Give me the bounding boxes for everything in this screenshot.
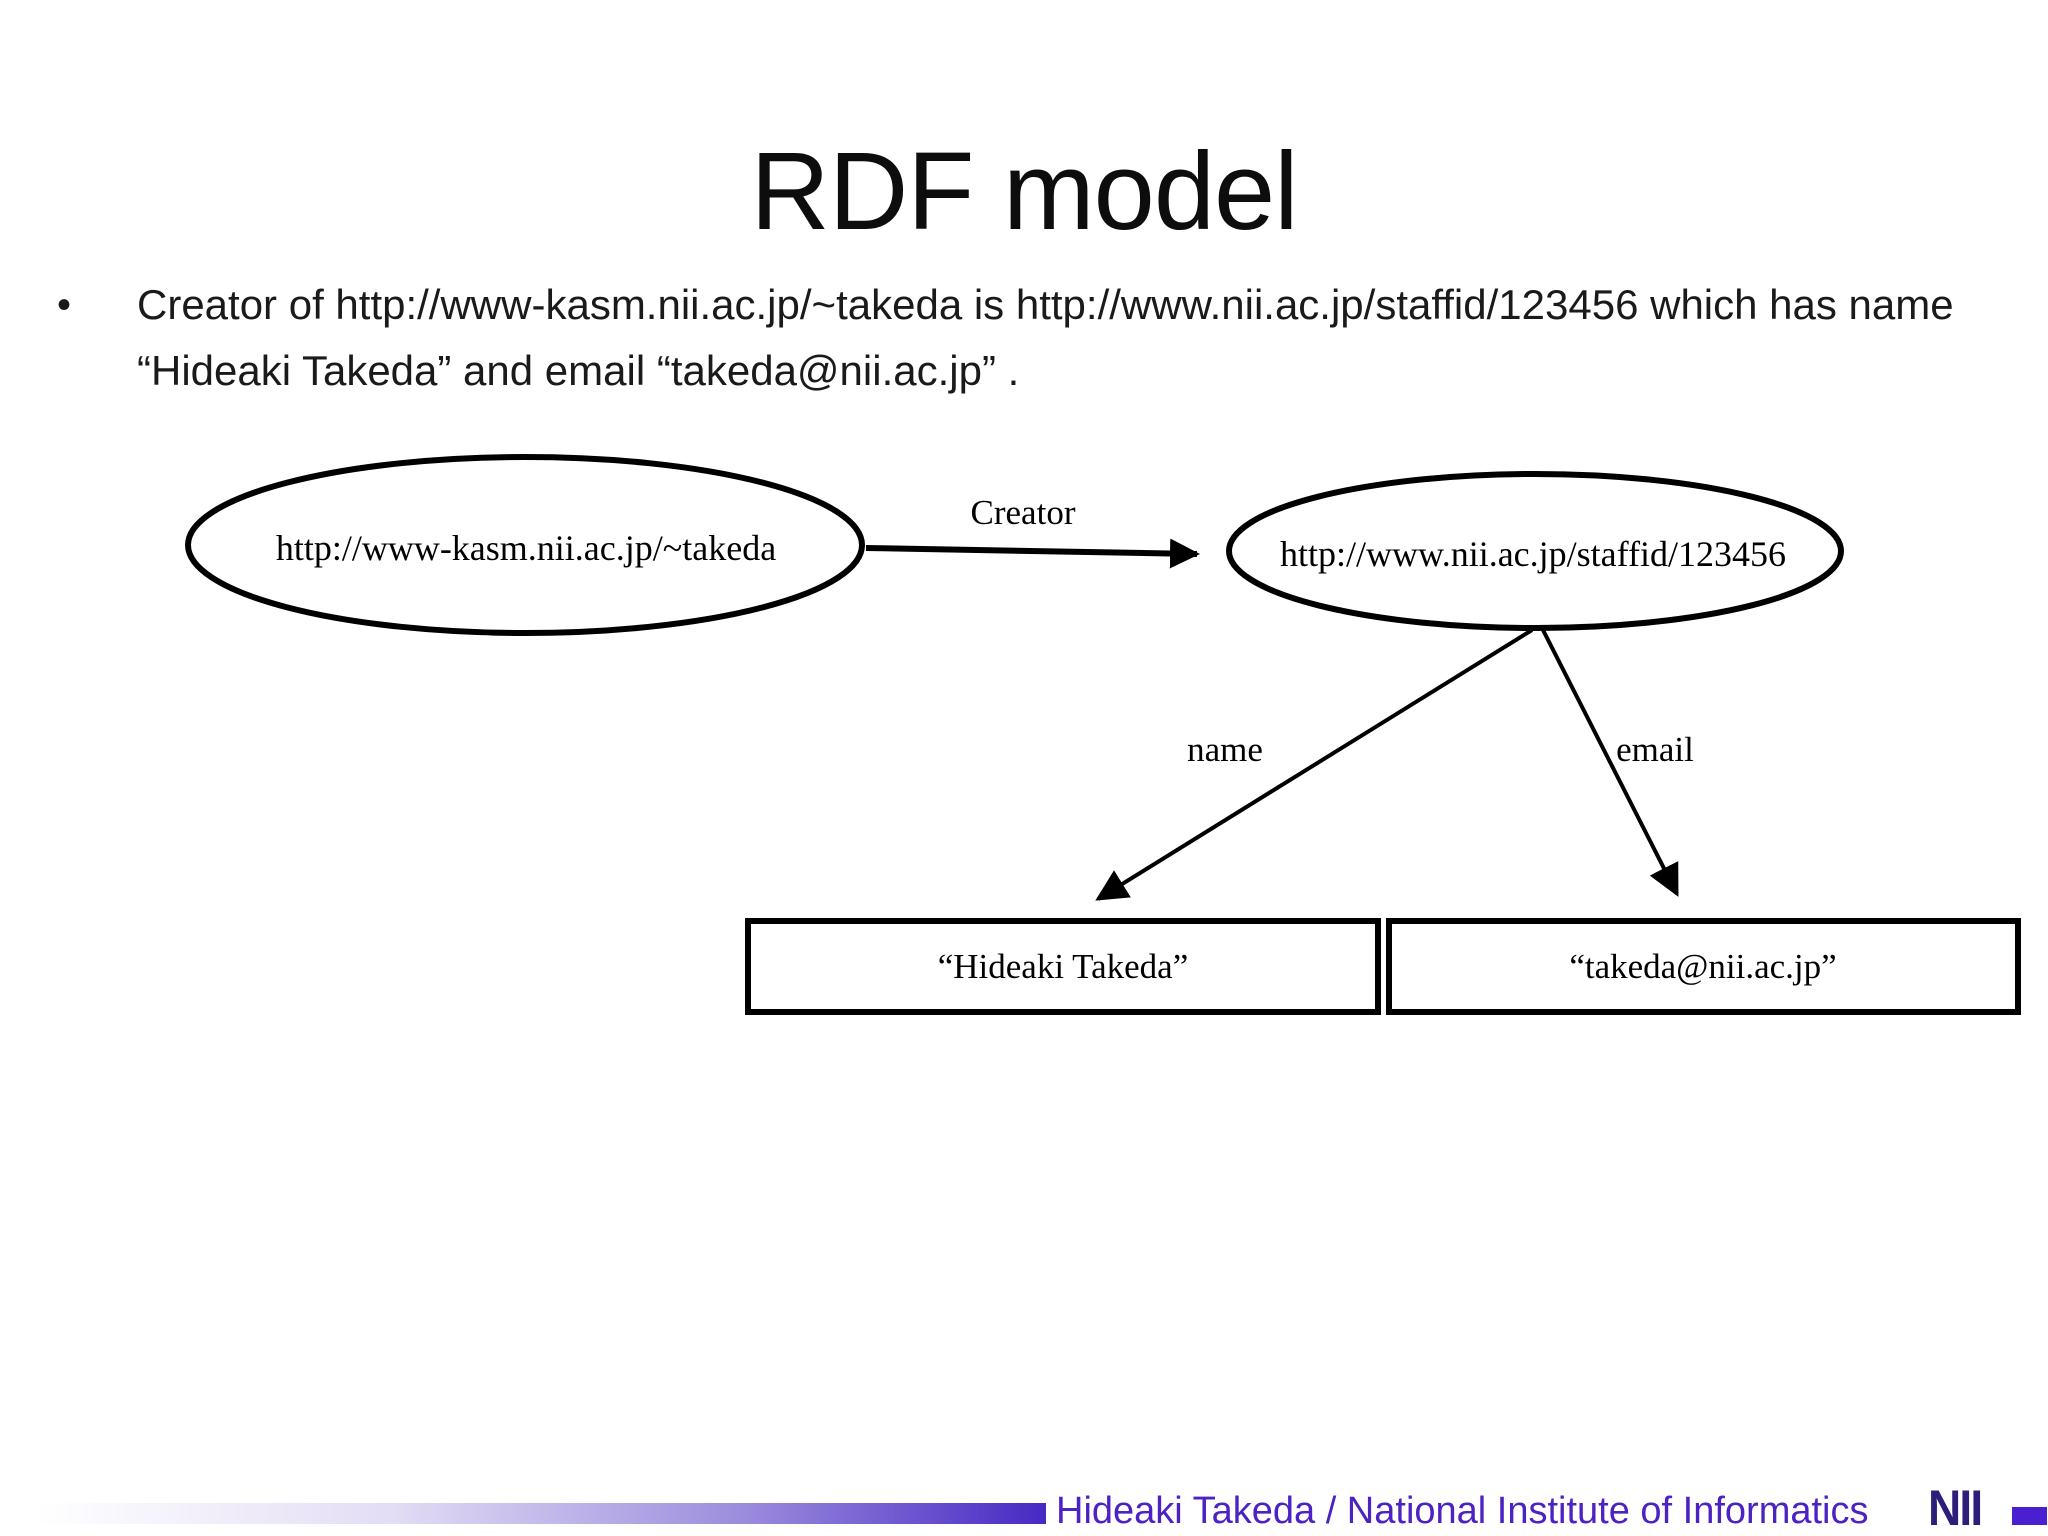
resource-node-ellipse [1226,471,1844,631]
subject-node-ellipse [185,454,865,636]
bullet-text: Creator of http://www-kasm.nii.ac.jp/~ta… [137,281,1954,394]
email-literal-label: “takeda@nii.ac.jp” [1569,947,1837,986]
name-edge-label: name [1187,730,1263,769]
subject-node-label: http://www-kasm.nii.ac.jp/~takeda [275,528,777,568]
name-edge-arrow [1095,628,1534,901]
name-literal-label: “Hideaki Takeda” [937,947,1189,986]
footer-credit-text: Hideaki Takeda / National Institute of I… [1056,1490,1869,1532]
resource-node-label: http://www.nii.ac.jp/staffid/123456 [1280,534,1786,574]
slide-title: RDF model [750,130,1298,253]
email-literal-box [1386,918,2021,1015]
creator-edge-label: Creator [970,493,1076,532]
name-literal-box [745,918,1381,1015]
email-edge-label: email [1616,730,1694,769]
bullet-marker: • [57,283,72,327]
bullet-item: • Creator of http://www-kasm.nii.ac.jp/~… [57,272,2045,404]
creator-edge-arrow [865,538,1200,569]
email-edge-arrow [1541,629,1679,897]
footer-gradient-bar [38,1503,1046,1524]
nii-logo-square-icon [2012,1507,2047,1525]
nii-logo: NII [1928,1480,1983,1536]
